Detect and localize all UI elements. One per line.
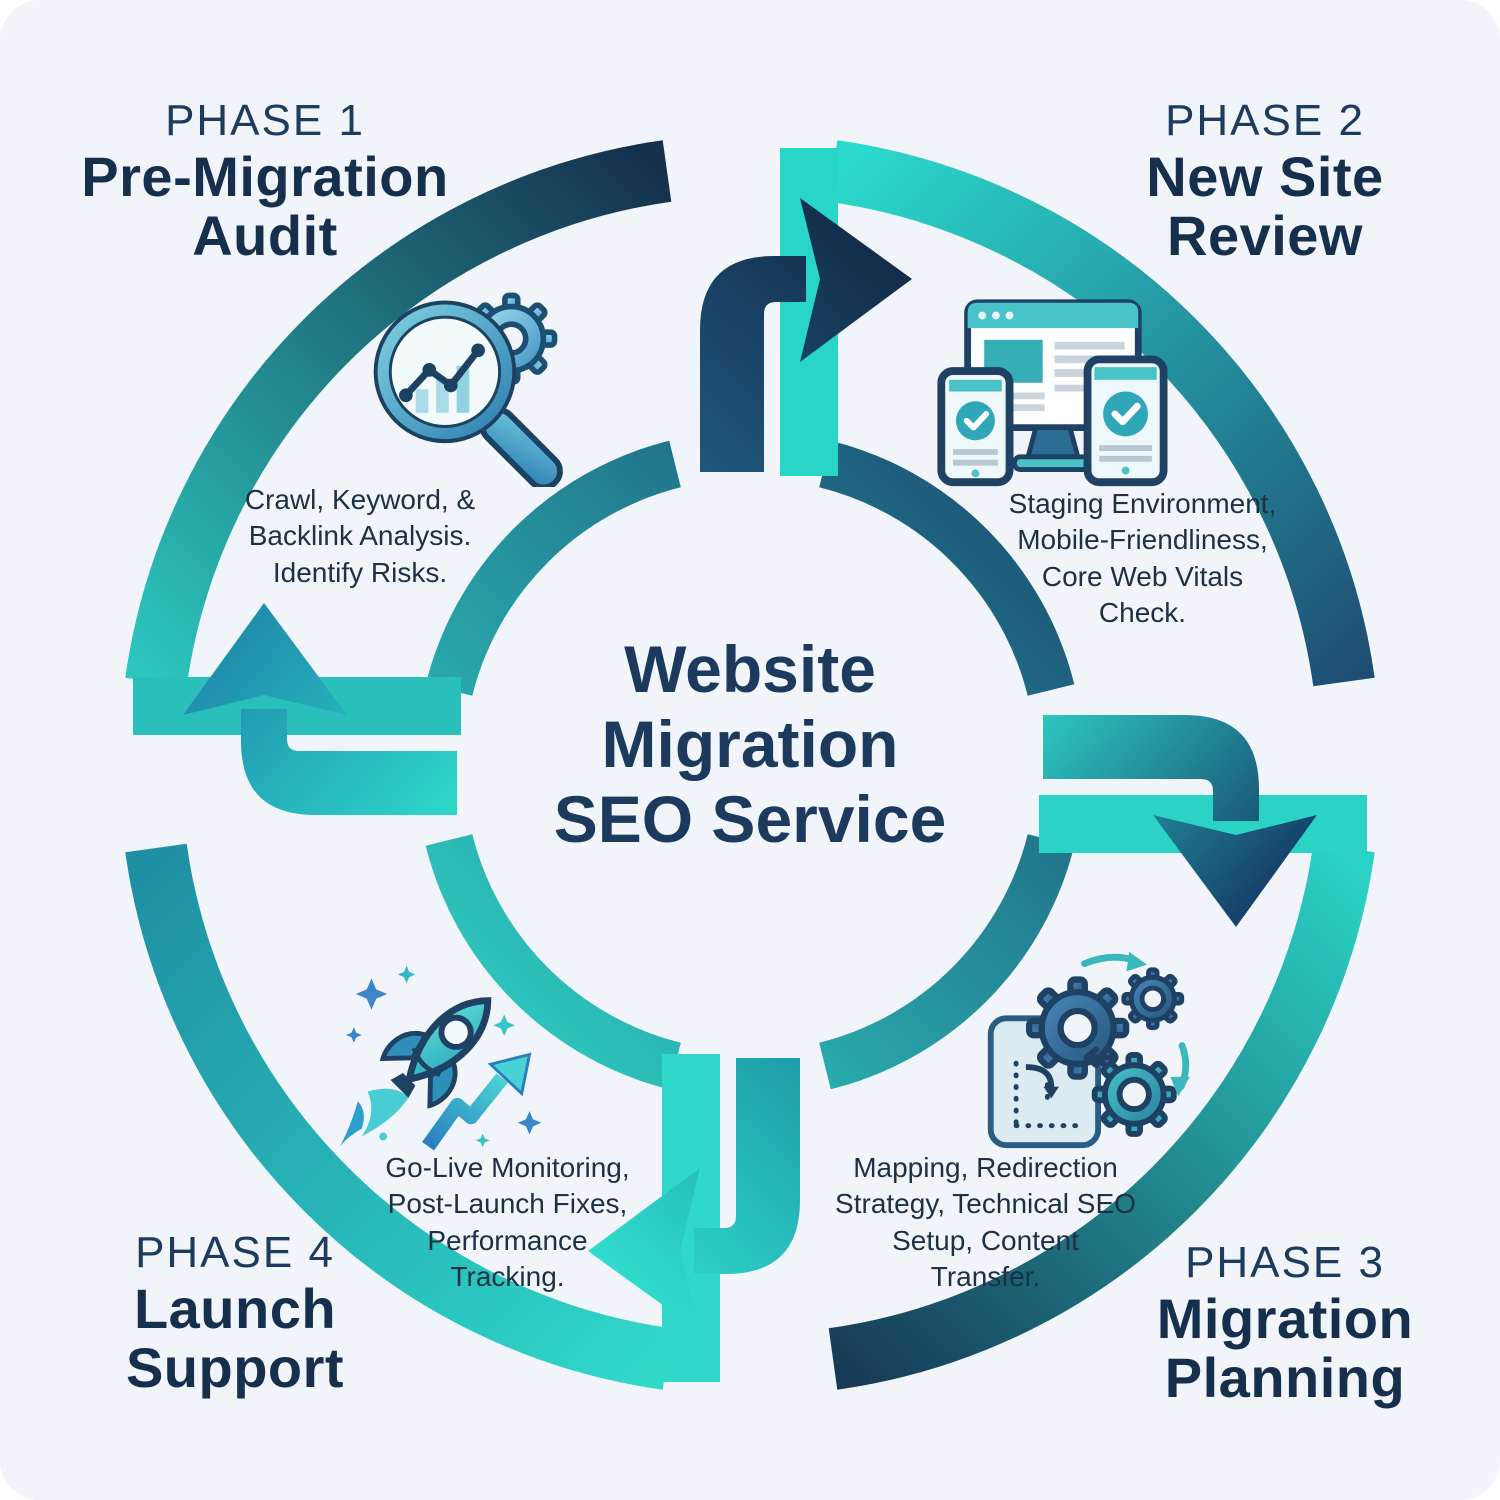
phase-3-label: PHASE 3: [1185, 1238, 1385, 1287]
cycle-arrow-south: [588, 1054, 800, 1382]
phase-1-name-line: Audit: [192, 203, 338, 267]
rocket-flame: [340, 1088, 409, 1147]
cycle-arrow-west: [133, 603, 461, 815]
center-title-line: Website: [624, 632, 876, 706]
phase-3-description: Mapping, Redirection Strategy, Technical…: [835, 1152, 1136, 1293]
phase-3-name-line: Planning: [1164, 1345, 1406, 1409]
phase-4-name-line: Support: [125, 1335, 345, 1399]
outer-arc-phase1: [125, 140, 672, 687]
phase-4-label: PHASE 4: [135, 1228, 335, 1277]
analytics-magnifier-gear-icon: [373, 282, 563, 491]
phase-2-label-block: PHASE 2 New Site Review: [1090, 96, 1440, 265]
gear-large: [1029, 980, 1126, 1077]
gear-small: [1124, 970, 1182, 1028]
rocket-growth-arrow-icon: [340, 965, 542, 1151]
phase-2-name-line: New Site: [1146, 144, 1384, 208]
outer-arc-phase3: [828, 843, 1375, 1390]
phase-2-name-line: Review: [1167, 203, 1363, 267]
cycle-arrow-east: [1039, 715, 1367, 927]
cycle-arrow-north: [700, 148, 912, 476]
inner-ring: [425, 440, 1075, 1090]
phase-4-description: Go-Live Monitoring, Post-Launch Fixes, P…: [385, 1152, 630, 1293]
responsive-devices-check-icon: [937, 299, 1168, 487]
magnifier-lens: [375, 302, 515, 442]
phase-4-name-line: Launch: [133, 1276, 337, 1340]
gear-teal: [1095, 1055, 1174, 1134]
phase-1-name-line: Pre-Migration: [81, 144, 449, 208]
gears-blueprint-icon: [987, 951, 1190, 1149]
center-title: Website Migration SEO Service: [440, 632, 1060, 858]
outer-arc-phase4: [125, 843, 672, 1390]
phase-2-label: PHASE 2: [1165, 96, 1365, 145]
phase-1-label-block: PHASE 1 Pre-Migration Audit: [70, 96, 460, 265]
phase-2-description: Staging Environment, Mobile-Friendliness…: [1008, 488, 1277, 629]
cycle-arrows: [1081, 951, 1190, 1097]
phase-1-label: PHASE 1: [165, 96, 365, 145]
center-title-line: Migration: [601, 707, 899, 782]
center-title-line: SEO Service: [553, 782, 947, 857]
outer-arc-phase2: [828, 140, 1375, 687]
phone-glyph: [937, 367, 1014, 487]
phase-1-description: Crawl, Keyword, & Backlink Analysis. Ide…: [244, 484, 476, 588]
rocket-glyph: [379, 997, 492, 1109]
growth-arrow: [422, 1052, 532, 1151]
phase-4-label-block: PHASE 4 Launch Support: [60, 1228, 410, 1397]
phase-3-label-block: PHASE 3 Migration Planning: [1110, 1238, 1460, 1407]
phase-3-name-line: Migration: [1156, 1286, 1414, 1350]
chart-glyph: [399, 343, 485, 413]
tablet-glyph: [1083, 355, 1168, 487]
